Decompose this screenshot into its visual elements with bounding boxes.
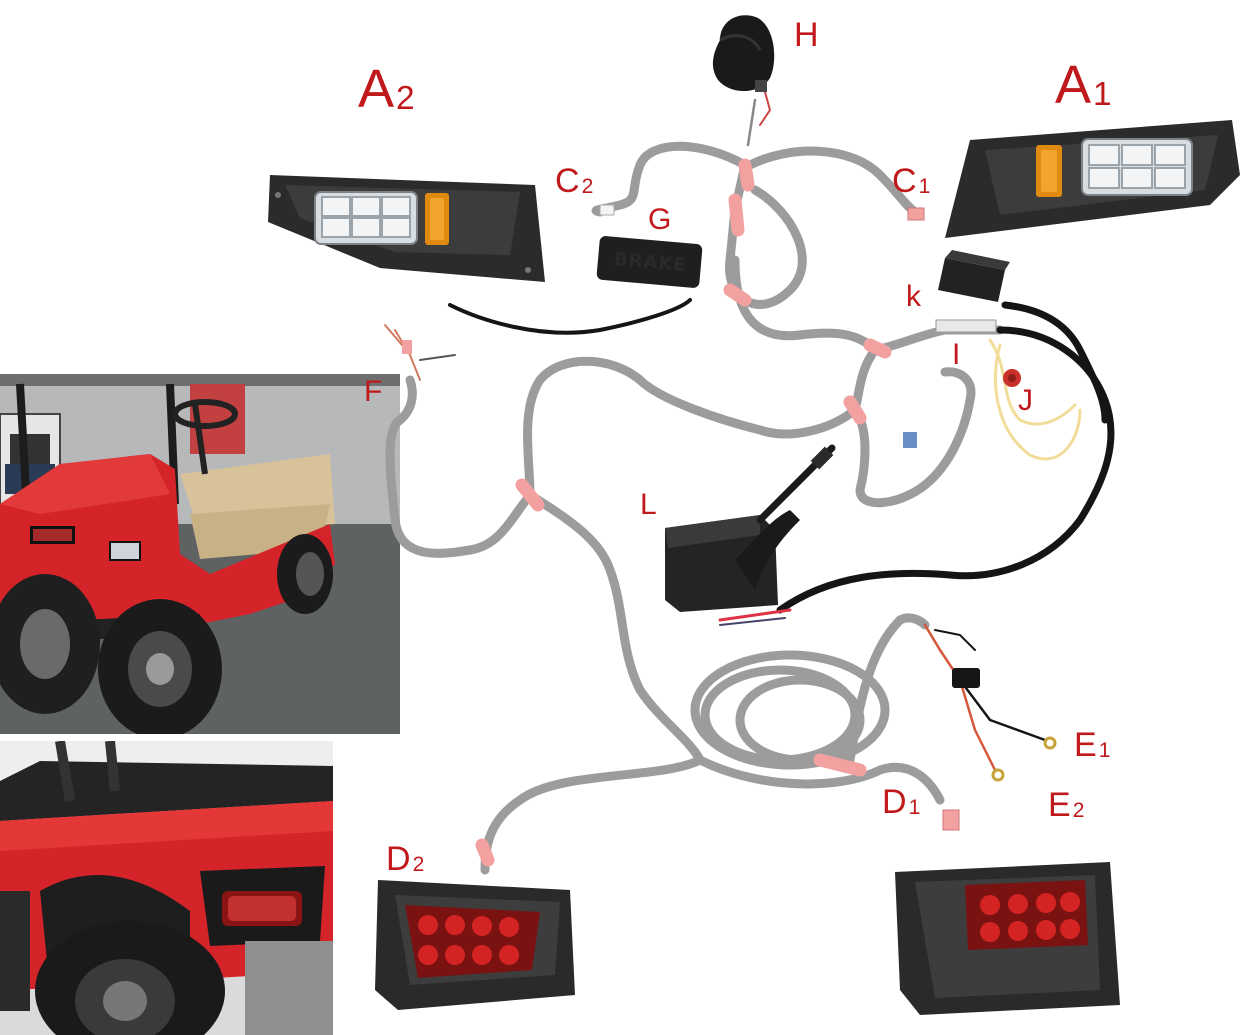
headlight-icon [268,175,545,282]
label-d2-index: 2 [412,853,425,877]
flasher-icon [1003,369,1021,387]
main-harness [385,141,1005,875]
label-d1-index: 1 [908,796,921,820]
cart-rear-photo [0,741,333,1035]
label-a2-index: 2 [396,79,415,117]
black-wire [776,301,1115,614]
connector-sleeves [475,158,892,867]
brake-switch-icon: BRAKE [596,236,703,288]
label-c2-index: 2 [581,175,594,199]
label-e1-letter: E [1074,726,1097,764]
label-a2-letter: A [358,59,395,119]
label-e2: E2 [1048,788,1084,822]
connector-plugs [402,204,997,831]
label-c1-index: 1 [918,175,931,199]
label-c2-letter: C [555,162,580,200]
headlight-icon [945,120,1240,238]
label-l: L [640,488,657,521]
label-g: G [648,203,672,236]
label-h: H [794,16,819,54]
label-j: J [1018,384,1033,417]
label-k: k [906,280,921,313]
label-a1-letter: A [1055,55,1092,115]
label-c1-letter: C [892,162,917,200]
ring-terminal-icon [991,736,1057,782]
label-i: I [952,338,961,371]
label-e2-index: 2 [1072,799,1085,823]
relay-icon [938,250,1010,302]
taillight-icon [375,880,575,1010]
label-a1: A1 [1055,58,1112,112]
horn-icon [712,15,775,92]
turn-signal-switch-icon [665,444,836,612]
label-c2: C2 [555,164,593,198]
label-f: F [364,375,383,408]
cart-front-photo [0,374,400,734]
label-d1-letter: D [882,783,907,821]
label-e1-index: 1 [1098,739,1111,763]
label-d1: D1 [882,785,920,819]
label-e1: E1 [1074,728,1110,762]
label-e2-letter: E [1048,786,1071,824]
taillight-icon [895,862,1120,1015]
label-d2-letter: D [386,840,411,878]
label-c1: C1 [892,164,930,198]
fuse-holder-icon [952,668,980,688]
label-a2: A2 [358,62,415,116]
label-a1-index: 1 [1093,75,1112,113]
label-d2: D2 [386,842,424,876]
